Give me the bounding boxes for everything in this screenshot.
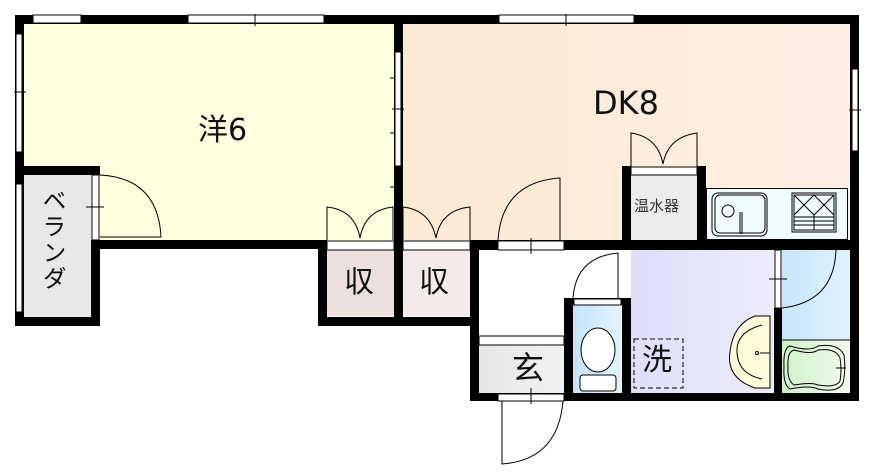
dining-kitchen-label: DK8: [593, 84, 659, 122]
closet-2: [403, 250, 470, 316]
western-room-label: 洋6: [198, 113, 248, 148]
water-heater-label: 温水器: [634, 197, 680, 215]
washbasin: [729, 315, 771, 389]
closet-1: [327, 250, 394, 316]
entrance-label: 玄: [512, 349, 545, 387]
water-heater-closet: [631, 175, 697, 242]
veranda: [24, 175, 91, 317]
gas-stove: [791, 192, 837, 233]
entrance: [479, 345, 564, 393]
washroom-label: 洗: [642, 343, 672, 378]
kitchen-sink: [711, 192, 768, 237]
bathtub: [783, 344, 846, 391]
veranda-label: ベランダ: [38, 188, 66, 292]
door-swings: [99, 132, 850, 465]
kitchen-counter: [706, 188, 848, 240]
washing-machine-space: [633, 338, 684, 389]
toilet-fixture: [579, 327, 617, 392]
closet-2-label: 収: [419, 265, 449, 300]
closet-1-label: 収: [344, 265, 374, 300]
